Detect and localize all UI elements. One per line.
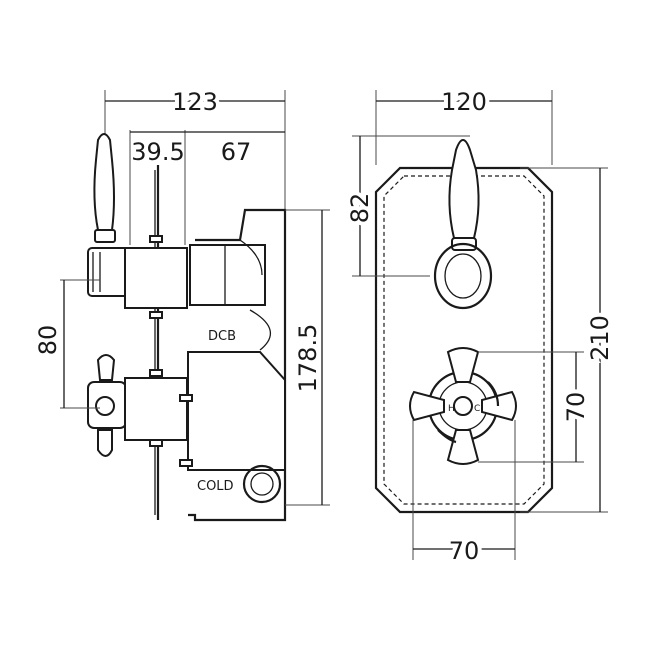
valve-housing [188,208,287,522]
cold-label: COLD [197,479,234,494]
dimension-handle-height: 70 [478,351,594,463]
cross-handle-front: H C [409,347,517,465]
plate-inner-border [383,175,545,505]
dimension-overall-depth: 178.5 [285,209,330,506]
dimension-plate-height: 210 [520,167,618,513]
upper-cartridge-body [124,247,188,309]
side-view: 123 39.5 67 DCB [34,84,330,522]
dim-overall-depth-label: 178.5 [294,324,322,393]
dimension-handle-width: 70 [412,420,516,569]
fixing-lugs [149,235,193,467]
diverter-label: DCB [208,329,236,344]
temp-mark-hot: H [448,404,455,414]
lever-handle-side [87,133,129,297]
dim-section-a-label: 39.5 [131,138,184,166]
dim-overall-width-label: 123 [172,88,218,116]
dimension-section-widths: 39.5 67 [130,131,285,166]
dim-plate-height-label: 210 [586,315,614,361]
lower-cartridge-body [124,377,188,441]
dim-handle-spacing-label: 80 [34,325,62,356]
dim-section-b-label: 67 [221,138,252,166]
temp-mark-cold: C [474,404,480,414]
dimension-plate-width: 120 [375,84,553,165]
dim-lever-offset-label: 82 [346,193,374,224]
dim-plate-width-label: 120 [441,88,487,116]
front-view: 120 82 210 [342,84,618,569]
cold-outlet [242,464,282,504]
dim-handle-width-label: 70 [449,537,480,565]
cross-handle-side [87,354,127,457]
dimension-overall-width: 123 [105,84,285,120]
dimension-lever-offset: 82 [342,135,470,277]
dimension-handle-spacing: 80 [34,279,100,409]
lever-handle-front [433,139,493,310]
dim-handle-height-label: 70 [562,392,590,423]
